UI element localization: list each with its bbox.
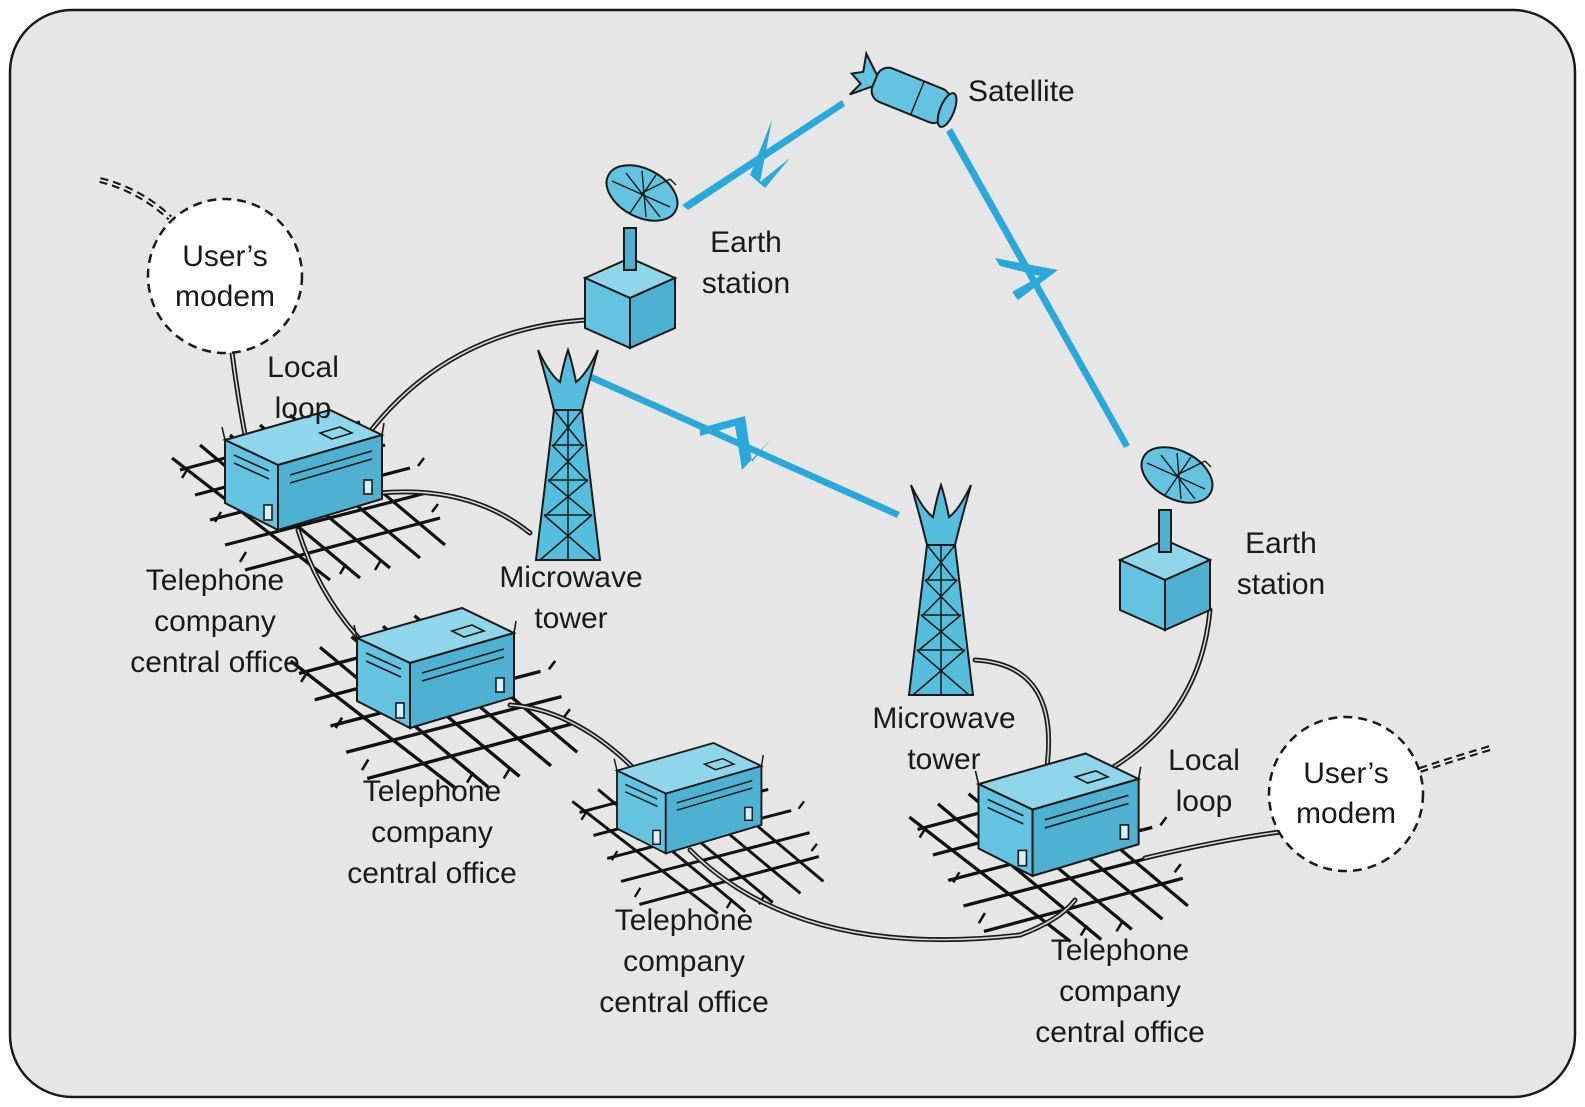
- cables: [229, 317, 1283, 943]
- satellite-icon: [849, 50, 958, 128]
- downlink-right-beam: [946, 128, 1130, 448]
- microwave-link-bolt: [700, 416, 770, 470]
- diagram-frame: [8, 8, 1577, 1099]
- central-office-1-line2: company: [154, 605, 276, 638]
- satellite-label: Satellite: [968, 75, 1075, 108]
- local-loop-left-line2: loop: [275, 392, 332, 425]
- central-office-4-line1: Telephone: [1051, 934, 1189, 967]
- downlink-right-bolt: [995, 258, 1058, 300]
- central-office-1-line3: central office: [130, 646, 300, 679]
- users-modem-left-line2: modem: [175, 280, 275, 313]
- microwave-tower-right-line1: Microwave: [872, 702, 1015, 735]
- local-loop-left-line1: Local: [267, 351, 339, 384]
- users-modem-left-line1: User’s: [182, 240, 268, 273]
- central-office-2-line1: Telephone: [363, 775, 501, 808]
- earth-station-right-line2: station: [1237, 568, 1325, 601]
- central-office-3-line1: Telephone: [615, 904, 753, 937]
- local-loop-right-line2: loop: [1176, 785, 1233, 818]
- users-modem-right-line2: modem: [1296, 797, 1396, 830]
- users-modem-right-line1: User’s: [1303, 757, 1389, 790]
- central-office-4-line2: company: [1059, 975, 1181, 1008]
- microwave-tower-left-line2: tower: [534, 602, 607, 635]
- central-office-2-line2: company: [371, 816, 493, 849]
- central-office-1-line1: Telephone: [146, 564, 284, 597]
- central-office-2-line3: central office: [347, 857, 517, 890]
- central-office-3-line3: central office: [599, 986, 769, 1019]
- local-loop-right-line1: Local: [1168, 744, 1240, 777]
- users-modem-right: User’s modem: [1267, 715, 1425, 873]
- earth-station-left-line2: station: [702, 267, 790, 300]
- microwave-tower-left-line1: Microwave: [499, 561, 642, 594]
- central-office-3-line2: company: [623, 945, 745, 978]
- microwave-tower-right-line2: tower: [907, 743, 980, 776]
- users-modem-left: User’s modem: [146, 197, 304, 355]
- earth-station-right-line1: Earth: [1245, 527, 1317, 560]
- uplink-left-bolt: [750, 120, 790, 188]
- earth-station-left-line1: Earth: [710, 226, 782, 259]
- central-office-4-line3: central office: [1035, 1016, 1205, 1049]
